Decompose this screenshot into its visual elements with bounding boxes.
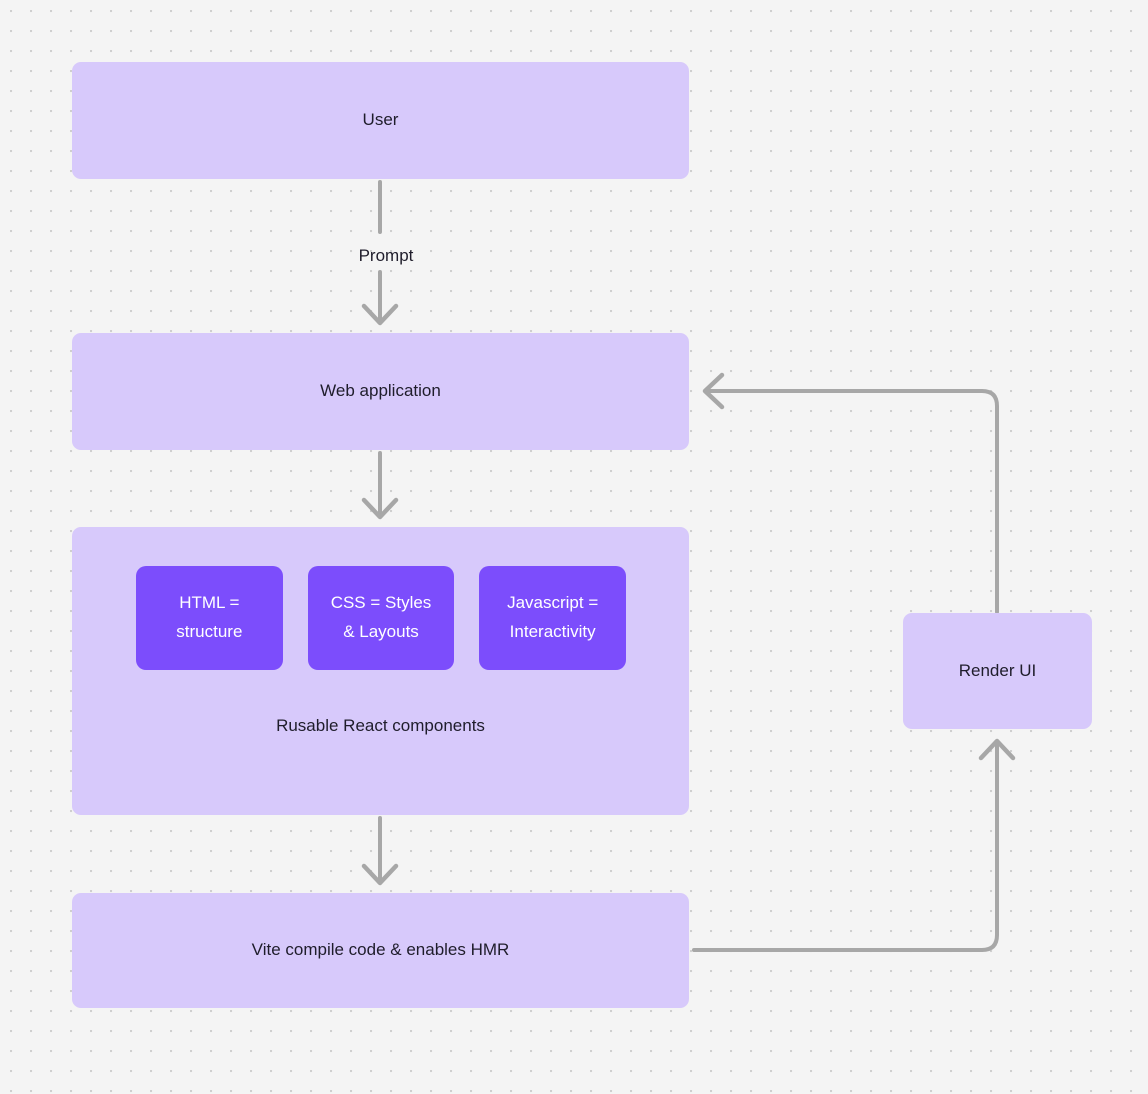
edge-vite-to-render [692,740,999,952]
chip-html-label: HTML = structure [176,593,243,641]
arrowhead-down-webapp [361,303,399,326]
arrowhead-up-render [978,738,1016,761]
node-render-ui[interactable]: Render UI [903,613,1092,729]
chip-css[interactable]: CSS = Styles & Layouts [307,566,455,670]
node-web-application-label: Web application [320,381,441,401]
node-vite[interactable]: Vite compile code & enables HMR [72,893,689,1008]
chip-javascript[interactable]: Javascript = Interactivity [479,566,627,670]
edge-label-prompt: Prompt [358,246,414,265]
chip-html[interactable]: HTML = structure [136,566,283,670]
chip-css-label: CSS = Styles & Layouts [330,593,432,641]
node-user-label: User [362,110,399,130]
node-vite-label: Vite compile code & enables HMR [251,940,510,960]
node-render-ui-label: Render UI [958,660,1037,680]
arrowhead-down-components [361,497,399,520]
node-web-application[interactable]: Web application [72,333,689,450]
node-components-group[interactable]: HTML = structure CSS = Styles & Layouts … [72,527,689,815]
node-user[interactable]: User [72,62,689,179]
components-chip-row: HTML = structure CSS = Styles & Layouts … [136,566,627,670]
arrowhead-down-vite [361,863,399,886]
chip-javascript-label: Javascript = Interactivity [507,593,599,641]
components-group-caption: Rusable React components [276,716,485,735]
edge-render-to-webapp [704,389,999,614]
arrowhead-left-webapp [702,372,725,410]
